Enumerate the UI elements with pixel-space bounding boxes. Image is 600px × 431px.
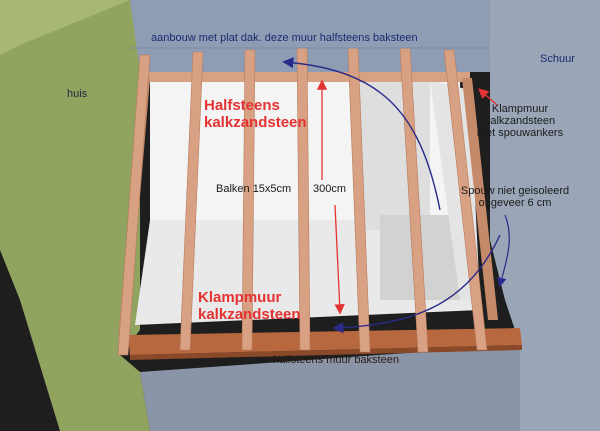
cavity-line2: ongeveer 6 cm — [478, 197, 552, 209]
klampmuur-front-line1: Klampmuur — [198, 289, 282, 306]
roof-beams — [117, 47, 488, 356]
height-label: 300cm — [313, 183, 347, 195]
beam — [241, 49, 256, 351]
klampmuur-side-line1: Klampmuur — [491, 103, 549, 115]
height-arrow-down — [334, 204, 345, 315]
halfsteens-label: Halfsteens kalkzandsteen — [204, 97, 307, 131]
shed-label: Schuur — [540, 53, 575, 65]
bottom-wall-label: halfsteens muur baksteen — [273, 354, 399, 366]
klampmuur-front-label: Klampmuur kalkzandsteen — [198, 289, 301, 323]
beams-label: Balken 15x5cm — [216, 183, 292, 195]
klampmuur-front-line2: kalkzandsteen — [198, 306, 301, 323]
shed-wall — [480, 0, 600, 431]
halfsteens-line1: Halfsteens — [204, 97, 280, 114]
beam — [443, 49, 488, 351]
arc-arrow-top — [282, 57, 441, 211]
cavity-label: Spouw niet geisoleerd ongeveer 6 cm — [455, 185, 575, 209]
top-wall-label: aanbouw met plat dak. deze muur halfstee… — [151, 32, 418, 44]
halfsteens-line2: kalkzandsteen — [204, 114, 307, 131]
klampmuur-side-line2: kalkzandsteen — [484, 115, 556, 127]
top-wall — [130, 0, 490, 72]
cavity-line1: Spouw niet geisoleerd — [460, 185, 570, 197]
beam — [117, 54, 151, 356]
klampmuur-side-arrow — [478, 88, 498, 106]
cavity-arrow — [497, 214, 510, 288]
beam — [179, 51, 204, 351]
house-label: huis — [67, 88, 88, 100]
arc-arrow-bottom — [332, 234, 501, 334]
klampmuur-side-line3: met spouwankers — [476, 127, 564, 139]
klampmuur-side-label: Klampmuur kalkzandsteen met spouwankers — [470, 103, 570, 139]
house-wall — [0, 0, 150, 431]
